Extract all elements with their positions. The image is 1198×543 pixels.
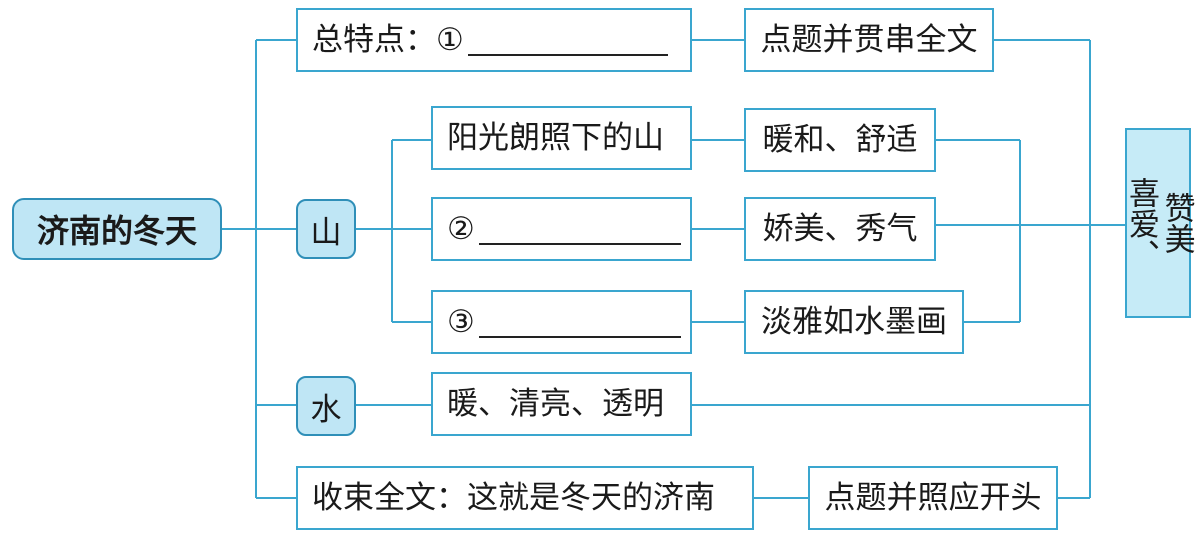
mountain-desc-2: 娇美、秀气 xyxy=(762,210,918,247)
mountain-desc-1: 暖和、舒适 xyxy=(762,121,918,158)
overall-note-box: 点题并贯串全文 xyxy=(744,8,994,72)
root-label: 济南的冬天 xyxy=(36,212,197,250)
ending-note-box: 点题并照应开头 xyxy=(808,466,1058,530)
overall-note: 点题并贯串全文 xyxy=(760,21,978,58)
overall-feature-box: 总特点：① xyxy=(296,8,692,72)
mountain-label: 山 xyxy=(310,214,342,251)
water-desc-box: 暖、清亮、透明 xyxy=(431,372,692,436)
mountain-item-2-box: ② xyxy=(431,197,692,261)
ending-text: 收束全文：这就是冬天的济南 xyxy=(312,479,715,516)
ending-note: 点题并照应开头 xyxy=(824,479,1042,516)
mountain-item-3-box: ③ xyxy=(431,290,692,354)
answer-blank-2[interactable] xyxy=(478,213,681,245)
mountain-node: 山 xyxy=(296,199,356,259)
mountain-desc-3: 淡雅如水墨画 xyxy=(761,303,947,340)
answer-blank-1[interactable] xyxy=(467,24,668,56)
water-label: 水 xyxy=(310,391,342,428)
mountain-desc-3-box: 淡雅如水墨画 xyxy=(744,290,964,354)
emotion-line-2: 赞美 xyxy=(1158,192,1195,254)
mountain-desc-1-box: 暖和、舒适 xyxy=(744,108,936,172)
overall-feature-label: 总特点：① xyxy=(312,21,464,58)
emotion-line-1: 喜爱、 xyxy=(1123,176,1159,270)
water-desc: 暖、清亮、透明 xyxy=(447,385,664,422)
answer-blank-3[interactable] xyxy=(478,306,681,338)
mountain-item-1-text: 阳光朗照下的山 xyxy=(447,119,664,156)
mountain-item-2-label: ② xyxy=(447,210,475,247)
emotion-box: 喜爱、 赞美 xyxy=(1123,128,1195,318)
water-node: 水 xyxy=(296,376,356,436)
mountain-desc-2-box: 娇美、秀气 xyxy=(744,197,936,261)
ending-box: 收束全文：这就是冬天的济南 xyxy=(296,466,754,530)
mountain-item-3-label: ③ xyxy=(447,303,475,340)
mountain-item-1-box: 阳光朗照下的山 xyxy=(431,106,692,170)
root-node: 济南的冬天 xyxy=(12,198,222,260)
